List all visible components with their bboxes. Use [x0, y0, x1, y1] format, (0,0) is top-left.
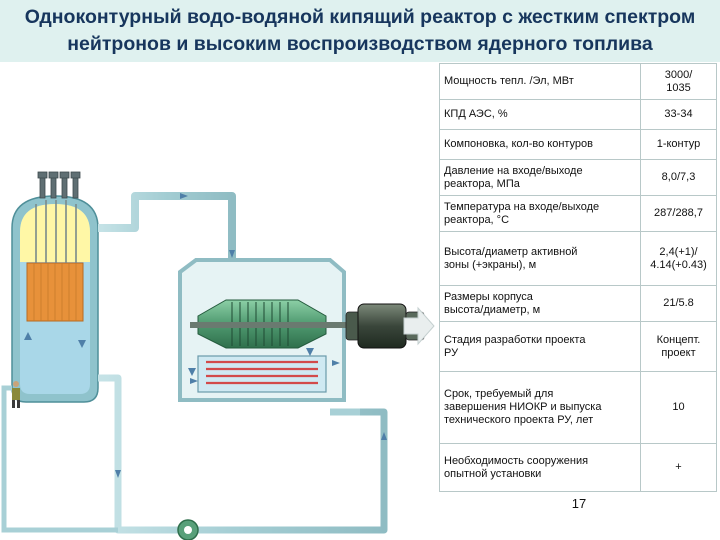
spec-value: Концепт.проект: [640, 321, 717, 372]
turbine: [190, 299, 330, 349]
reactor-scheme-diagram: [1, 171, 435, 540]
spec-value: +: [640, 443, 717, 492]
slide-title-line-2: нейтронов и высоким воспроизводством яде…: [67, 33, 653, 55]
spec-value: 1-контур: [640, 129, 717, 160]
turbine-shaft: [326, 322, 348, 328]
steam-space: [20, 204, 90, 262]
condenser-tubes: [206, 360, 318, 385]
spec-value: 2,4(+1)/4.14(+0.43): [640, 231, 717, 286]
cooling-water-arrows: [190, 360, 340, 384]
spec-label: Мощность тепл. /Эл, МВт: [439, 63, 641, 100]
slide-title: Одноконтурный водо-водяной кипящий реакт…: [0, 4, 720, 58]
slide-title-line-1: Одноконтурный водо-водяной кипящий реакт…: [24, 6, 696, 28]
control-rod-drives: [37, 171, 81, 199]
spec-value: 10: [640, 371, 717, 444]
exhaust-flow-arrows: [188, 348, 314, 376]
power-output-arrow: [403, 306, 435, 346]
page-number: 17: [571, 496, 587, 511]
spec-label: КПД АЭС, %: [439, 99, 641, 130]
title-band: [0, 0, 720, 62]
spec-value: 287/288,7: [640, 195, 717, 232]
steam-pipe: [98, 192, 236, 292]
feed-pump: [177, 519, 199, 540]
steam-flow-arrows: [180, 193, 235, 258]
spec-row: КПД АЭС, %33-34: [439, 99, 717, 130]
spec-value: 8,0/7,3: [640, 159, 717, 196]
reactor-vessel: [11, 171, 99, 403]
spec-label: Компоновка, кол-во контуров: [439, 129, 641, 160]
feedwater-pipe: [98, 374, 388, 534]
condenser: [190, 355, 340, 393]
person-figure: [12, 381, 20, 408]
spec-value: 33-34: [640, 99, 717, 130]
feedwater-flow-arrows: [115, 432, 387, 478]
spec-value: 3000/1035: [640, 63, 717, 100]
spec-value: 21/5.8: [640, 285, 717, 322]
